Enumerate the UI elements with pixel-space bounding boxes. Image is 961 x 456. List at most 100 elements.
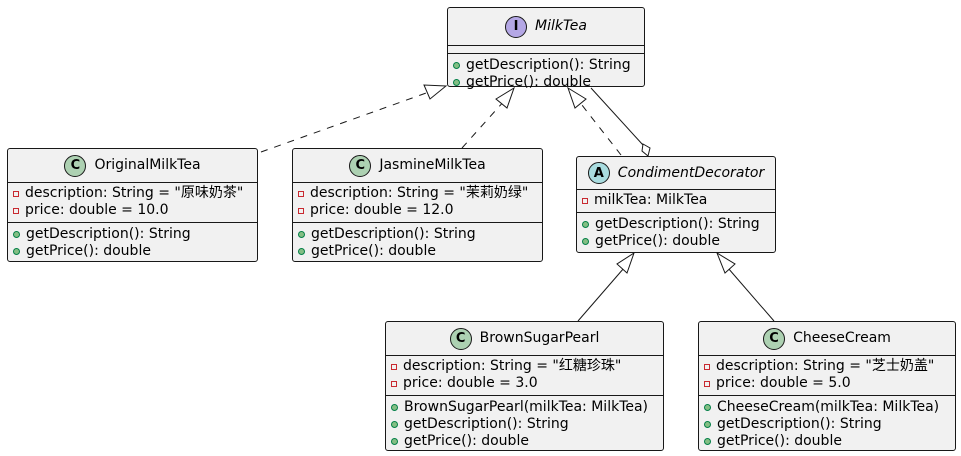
realization-arrowhead bbox=[495, 86, 515, 109]
realization-original-milktea bbox=[260, 91, 430, 153]
realization-decorator-milktea bbox=[577, 99, 622, 156]
method-row: BrownSugarPearl(milkTea: MilkTea) bbox=[391, 399, 663, 416]
method-text: getPrice(): double bbox=[595, 233, 720, 249]
field-text: description: String = "茉莉奶绿" bbox=[310, 185, 529, 201]
method-text: getDescription(): String bbox=[466, 57, 631, 73]
class-name: CheeseCream bbox=[793, 330, 891, 346]
field-text: price: double = 12.0 bbox=[310, 202, 454, 218]
private-visibility-icon bbox=[704, 380, 710, 387]
field-row: price: double = 10.0 bbox=[13, 202, 257, 219]
fields-section: description: String = "原味奶茶" price: doub… bbox=[8, 183, 257, 223]
public-visibility-icon bbox=[704, 421, 711, 428]
private-visibility-icon bbox=[13, 207, 19, 214]
public-visibility-icon bbox=[298, 248, 305, 255]
field-text: price: double = 10.0 bbox=[25, 202, 169, 218]
methods-section: BrownSugarPearl(milkTea: MilkTea) getDes… bbox=[386, 396, 663, 450]
methods-section: getDescription(): String getPrice(): dou… bbox=[8, 223, 257, 260]
methods-section: getDescription(): String getPrice(): dou… bbox=[577, 213, 775, 250]
generalization-cheese-decorator bbox=[727, 267, 775, 322]
methods-section: CheeseCream(milkTea: MilkTea) getDescrip… bbox=[699, 396, 955, 450]
fields-section: description: String = "芝士奶盖" price: doub… bbox=[699, 356, 955, 396]
field-text: price: double = 3.0 bbox=[403, 375, 538, 391]
public-visibility-icon bbox=[13, 231, 20, 238]
class-brownsugarpearl[interactable]: C BrownSugarPearl description: String = … bbox=[385, 321, 664, 451]
method-row: getPrice(): double bbox=[391, 433, 663, 450]
method-row: getPrice(): double bbox=[582, 233, 775, 250]
method-row: getPrice(): double bbox=[13, 243, 257, 260]
class-cheesecream[interactable]: C CheeseCream description: String = "芝士奶… bbox=[698, 321, 956, 451]
method-text: BrownSugarPearl(milkTea: MilkTea) bbox=[404, 399, 649, 415]
fields-section: description: String = "红糖珍珠" price: doub… bbox=[386, 356, 663, 396]
public-visibility-icon bbox=[391, 438, 398, 445]
method-text: CheeseCream(milkTea: MilkTea) bbox=[717, 399, 940, 415]
class-milktea[interactable]: I MilkTea getDescription(): String getPr… bbox=[447, 7, 645, 90]
method-row: getDescription(): String bbox=[298, 226, 542, 243]
field-text: description: String = "原味奶茶" bbox=[25, 185, 244, 201]
class-condimentdecorator[interactable]: A CondimentDecorator milkTea: MilkTea ge… bbox=[576, 156, 776, 253]
interface-badge-icon: I bbox=[505, 15, 527, 38]
method-row: getDescription(): String bbox=[13, 226, 257, 243]
field-row: description: String = "芝士奶盖" bbox=[704, 358, 955, 375]
private-visibility-icon bbox=[298, 207, 304, 214]
generalization-arrowhead bbox=[616, 251, 635, 274]
public-visibility-icon bbox=[704, 404, 711, 411]
public-visibility-icon bbox=[582, 238, 589, 245]
abstract-badge-icon: A bbox=[587, 162, 610, 184]
method-row: getPrice(): double bbox=[453, 74, 644, 91]
private-visibility-icon bbox=[704, 363, 710, 370]
class-badge-icon: C bbox=[763, 327, 786, 350]
method-text: getPrice(): double bbox=[404, 433, 529, 449]
generalization-brownsugar-decorator bbox=[577, 267, 625, 322]
field-row: description: String = "茉莉奶绿" bbox=[298, 185, 542, 202]
method-text: getDescription(): String bbox=[595, 216, 760, 232]
field-text: milkTea: MilkTea bbox=[594, 192, 708, 208]
method-text: getDescription(): String bbox=[717, 416, 882, 432]
private-visibility-icon bbox=[13, 190, 19, 197]
method-text: getPrice(): double bbox=[26, 243, 151, 259]
class-badge-icon: C bbox=[449, 327, 472, 350]
field-text: description: String = "红糖珍珠" bbox=[403, 358, 622, 374]
method-row: getDescription(): String bbox=[453, 57, 644, 74]
method-row: getPrice(): double bbox=[704, 433, 955, 450]
public-visibility-icon bbox=[391, 404, 398, 411]
fields-section: description: String = "茉莉奶绿" price: doub… bbox=[293, 183, 542, 223]
method-row: getDescription(): String bbox=[704, 416, 955, 433]
method-text: getDescription(): String bbox=[404, 416, 569, 432]
public-visibility-icon bbox=[582, 221, 589, 228]
class-name: BrownSugarPearl bbox=[479, 330, 600, 346]
private-visibility-icon bbox=[582, 197, 588, 204]
aggregation-decorator-milktea bbox=[590, 87, 644, 146]
field-text: price: double = 5.0 bbox=[716, 375, 851, 391]
methods-section: getDescription(): String getPrice(): dou… bbox=[448, 54, 644, 91]
method-row: getDescription(): String bbox=[582, 216, 775, 233]
field-row: description: String = "原味奶茶" bbox=[13, 185, 257, 202]
class-jasminemilktea[interactable]: C JasmineMilkTea description: String = "… bbox=[292, 148, 543, 262]
class-name: MilkTea bbox=[535, 18, 587, 34]
realization-jasmine-milktea bbox=[461, 99, 506, 149]
field-row: price: double = 3.0 bbox=[391, 375, 663, 392]
public-visibility-icon bbox=[704, 438, 711, 445]
field-text: description: String = "芝士奶盖" bbox=[716, 358, 935, 374]
realization-arrowhead bbox=[567, 86, 587, 109]
public-visibility-icon bbox=[298, 231, 305, 238]
method-text: getPrice(): double bbox=[717, 433, 842, 449]
method-row: CheeseCream(milkTea: MilkTea) bbox=[704, 399, 955, 416]
private-visibility-icon bbox=[298, 190, 304, 197]
class-badge-icon: C bbox=[64, 154, 87, 177]
method-row: getDescription(): String bbox=[391, 416, 663, 433]
class-originalmilktea[interactable]: C OriginalMilkTea description: String = … bbox=[7, 148, 258, 262]
private-visibility-icon bbox=[391, 363, 397, 370]
method-text: getDescription(): String bbox=[26, 226, 191, 242]
private-visibility-icon bbox=[391, 380, 397, 387]
class-name: JasmineMilkTea bbox=[379, 157, 486, 173]
public-visibility-icon bbox=[453, 62, 460, 69]
method-row: getPrice(): double bbox=[298, 243, 542, 260]
public-visibility-icon bbox=[391, 421, 398, 428]
method-text: getPrice(): double bbox=[466, 74, 591, 90]
public-visibility-icon bbox=[13, 248, 20, 255]
methods-section: getDescription(): String getPrice(): dou… bbox=[293, 223, 542, 260]
field-row: description: String = "红糖珍珠" bbox=[391, 358, 663, 375]
field-row: price: double = 5.0 bbox=[704, 375, 955, 392]
generalization-arrowhead bbox=[715, 251, 736, 274]
